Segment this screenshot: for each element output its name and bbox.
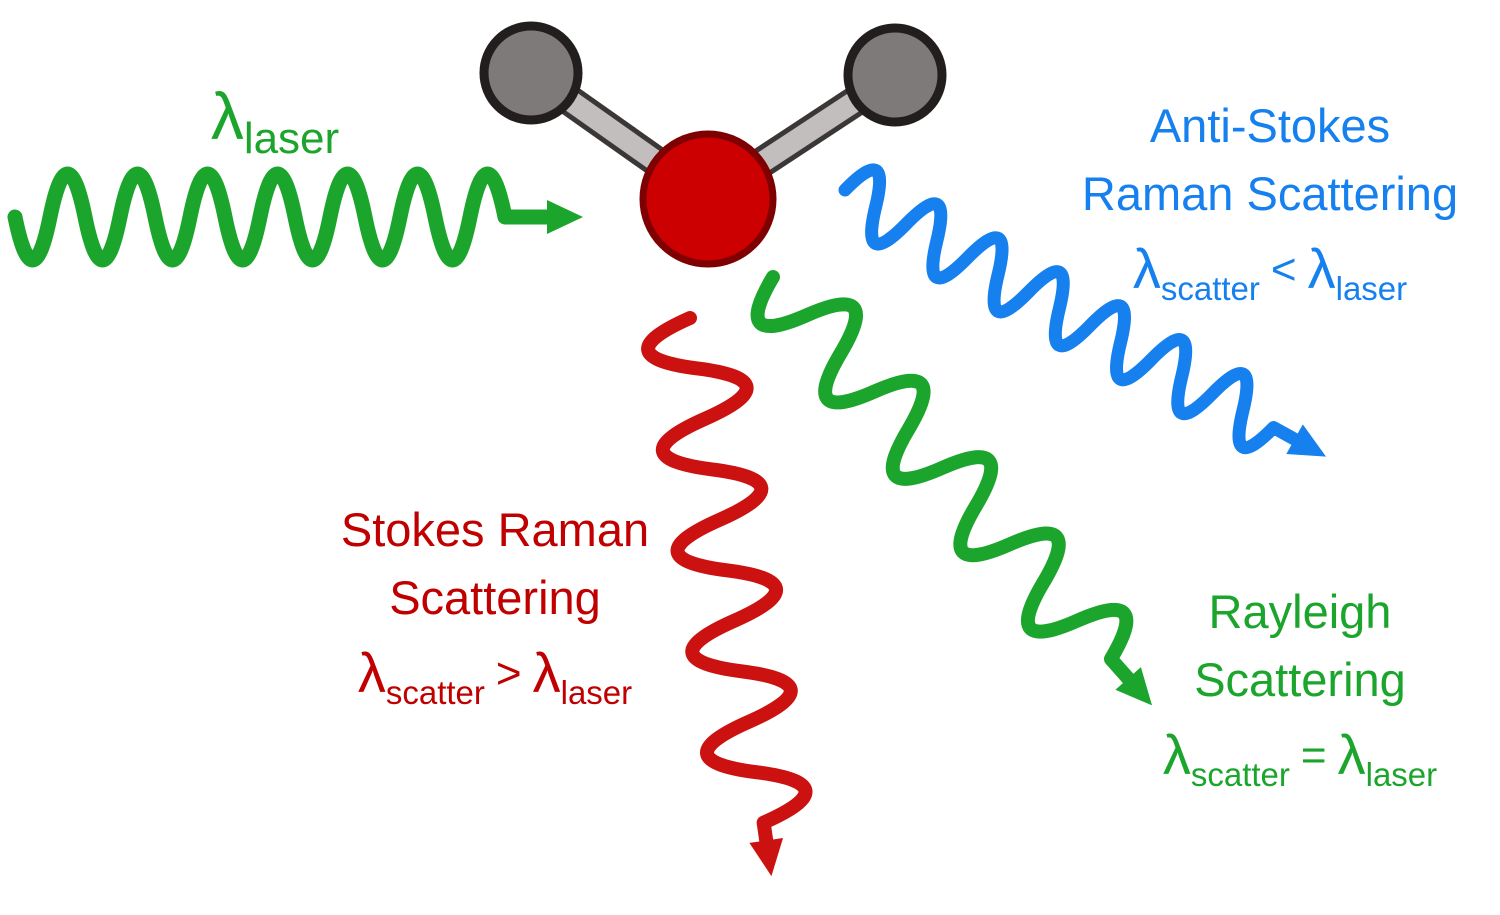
oxygen-atom [639,130,777,268]
lambda-symbol: λ [1307,237,1336,300]
lambda-subscript: scatter [1190,756,1290,793]
rayleigh-wave-line [750,270,1140,690]
rayleigh-wave [750,270,1153,706]
anti-stokes-title-line2: Raman Scattering [1081,167,1459,220]
lambda-subscript: scatter [1160,270,1260,307]
laser-wave-line [7,166,561,268]
stokes-wave-line [641,311,813,854]
lambda-symbol: λ [357,641,386,704]
lambda-symbol: λ [1132,237,1161,300]
rayleigh-formula: λscatter=λlaser [1085,720,1500,805]
less-than-operator: < [1270,245,1297,294]
hydrogen-atom-left [479,21,583,125]
laser-wavelength-label: λlaser [160,79,390,167]
anti-stokes-wave [838,163,1327,457]
stokes-formula: λscatter>λlaser [280,638,710,723]
stokes-arrowhead-icon [749,838,784,877]
anti-stokes-formula: λscatter<λlaser [1040,234,1500,319]
anti-stokes-arrowhead-icon [1286,424,1327,457]
rayleigh-title-line1: Rayleigh [1208,585,1392,638]
water-molecule-icon [479,21,947,268]
lambda-subscript: laser [1365,756,1438,793]
stokes-title-line2: Scattering [389,571,601,624]
laser-wave-arrowhead-icon [547,200,583,234]
anti-stokes-title-line1: Anti-Stokes [1149,99,1391,152]
greater-than-operator: > [495,649,522,698]
lambda-subscript: laser [560,674,633,711]
stokes-title-line1: Stokes Raman [340,503,650,556]
equals-operator: = [1300,731,1327,780]
hydrogen-atom-right [843,23,947,127]
anti-stokes-wave-line [838,163,1307,455]
incoming-laser-wave [7,166,583,268]
lambda-subscript: scatter [385,674,485,711]
lambda-symbol: λ [1337,723,1366,786]
lambda-subscript: laser [243,114,340,163]
lambda-symbol: λ [532,641,561,704]
anti-stokes-label-block: Anti-Stokes Raman Scattering λscatter<λl… [1040,92,1500,319]
rayleigh-title-line2: Scattering [1194,653,1406,706]
stokes-label-block: Stokes Raman Scattering λscatter>λlaser [280,496,710,723]
stokes-wave [641,311,813,877]
lambda-subscript: laser [1335,270,1408,307]
rayleigh-arrowhead-icon [1115,667,1153,706]
rayleigh-label-block: Rayleigh Scattering λscatter=λlaser [1085,578,1500,805]
lambda-symbol: λ [1162,723,1191,786]
lambda-symbol: λ [210,79,244,153]
